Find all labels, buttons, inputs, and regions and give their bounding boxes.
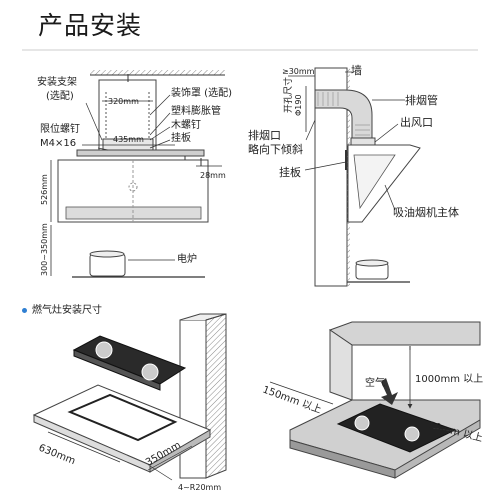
- exhaust-port-label-1: 排烟口: [248, 128, 281, 142]
- exhaust-port-label-2: 略向下倾斜: [248, 142, 303, 156]
- side-view: [288, 67, 421, 287]
- outlet-label: 出风口: [400, 115, 433, 129]
- limit-screw-label-1: 限位螺钉: [40, 122, 80, 135]
- dim-30-label: ≥30mm: [282, 67, 315, 76]
- dim-150-label: 150mm 以上: [261, 384, 323, 416]
- ceiling-hatch: [90, 70, 225, 75]
- electric-stove-label: 电炉: [177, 252, 197, 265]
- cutout-hole: [67, 393, 178, 442]
- dim-28-label: 28mm: [200, 171, 226, 180]
- upper-cabinet-shape: [328, 321, 481, 346]
- install-bracket-label-2: (选配): [46, 89, 74, 102]
- air-label: 空气: [365, 376, 385, 389]
- wood-screw-label: 木螺钉: [171, 119, 201, 131]
- hole-dia-label: Φ190: [294, 94, 303, 116]
- dim-r-label: 4~R20mm: [178, 483, 221, 492]
- stove-clearance-shape: [336, 403, 457, 453]
- dim-1000-label: 1000mm 以上: [415, 373, 483, 385]
- decor-cover-label: 装饰罩 (选配): [171, 86, 232, 99]
- front-view: [50, 70, 225, 278]
- dim-435-label: 435mm: [113, 135, 144, 144]
- dim-630-label: 630mm: [37, 443, 77, 468]
- bullet-dot-icon: [22, 307, 27, 313]
- hood-top-plate: [76, 149, 205, 157]
- exhaust-pipe-label: 排烟管: [405, 93, 438, 107]
- cutout-view: [32, 313, 227, 481]
- page-title: 产品安装: [38, 11, 143, 40]
- hang-plate-label: 挂板: [171, 131, 191, 144]
- hole-size-label: 开孔尺寸: [282, 77, 294, 113]
- limit-screw-label-2: M4×16: [40, 138, 76, 149]
- plastic-anchor-label: 塑料膨胀管: [171, 104, 221, 117]
- dim-300-350-label: 300~350mm: [40, 223, 49, 276]
- wall-label: 墙: [351, 63, 362, 77]
- install-bracket-label-1: 安装支架: [37, 75, 77, 88]
- dim-320-label: 320mm: [108, 97, 139, 106]
- clearance-view: [269, 321, 481, 479]
- hood-body-label: 吸油烟机主体: [393, 205, 459, 219]
- section-title-text: 燃气灶安装尺寸: [32, 305, 102, 316]
- section-title: 燃气灶安装尺寸: [22, 301, 102, 316]
- dim-526-label: 526mm: [40, 174, 49, 205]
- hang-plate-side-label: 挂板: [279, 165, 301, 179]
